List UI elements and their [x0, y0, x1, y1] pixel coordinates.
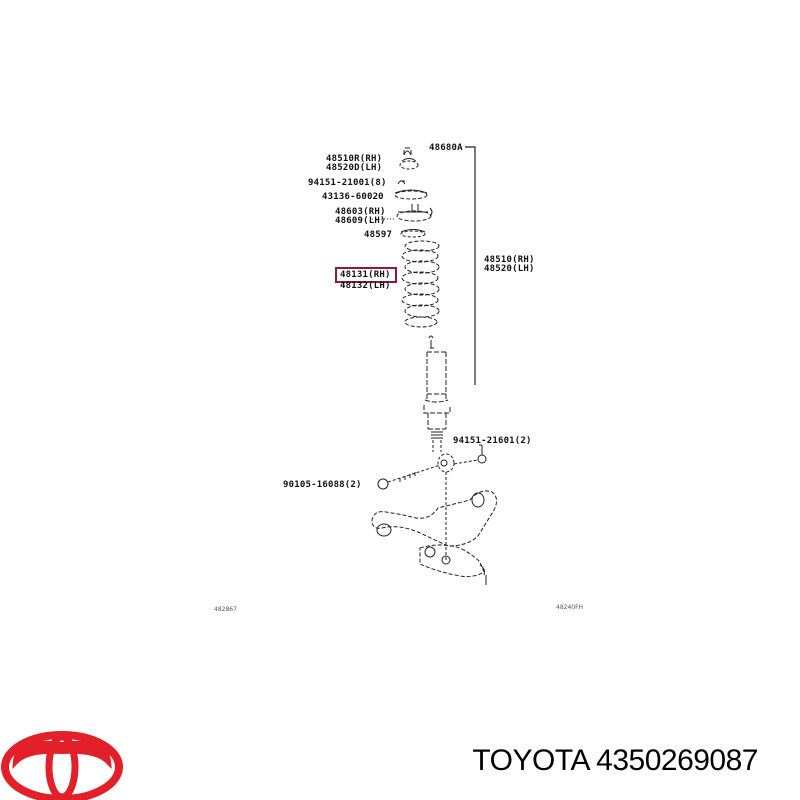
label-43136-60020: 43136-60020	[322, 192, 384, 202]
parts-diagram: 48680A 48510R(RH) 48520D(LH) 94151-21001…	[214, 143, 584, 613]
label-48603: 48603(RH)	[335, 207, 386, 217]
suspension-drawing	[371, 146, 498, 585]
toyota-logo-icon	[1, 731, 123, 800]
figure-code-left: 482867	[214, 606, 237, 613]
label-90105-16088: 90105-16088(2)	[283, 480, 362, 490]
label-48510: 48510(RH)	[484, 255, 535, 265]
toyota-logo	[0, 725, 125, 800]
label-48520: 48520(LH)	[484, 264, 535, 274]
label-48680A: 48680A	[429, 143, 463, 153]
label-48597: 48597	[364, 230, 393, 240]
label-48131-highlighted[interactable]: 48131(RH)	[340, 270, 391, 280]
label-48510R: 48510R(RH)	[326, 154, 383, 164]
label-48609: 48609(LH)	[335, 216, 386, 226]
label-48520D: 48520D(LH)	[326, 163, 383, 173]
figure-code-right: 48240FH	[556, 604, 584, 611]
highlight-box	[335, 267, 397, 283]
label-48132: 48132(LH)	[340, 281, 391, 291]
label-94151-21601: 94151-21601(2)	[453, 436, 532, 446]
part-title: TOYOTA 4350269087	[472, 744, 758, 777]
label-94151-21001: 94151-21001(8)	[308, 178, 387, 188]
